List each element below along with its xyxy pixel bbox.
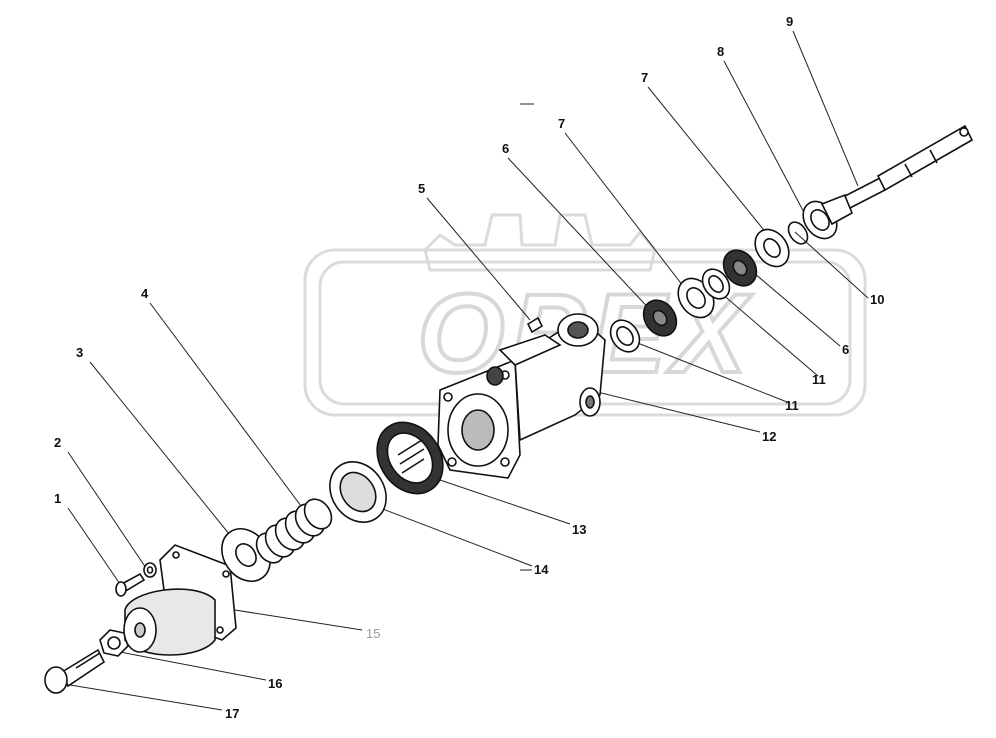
label-11-a: 11 <box>812 372 826 387</box>
part-1-small-bolt <box>115 572 146 597</box>
part-4-spring <box>255 498 333 564</box>
part-6-seal-a <box>642 299 678 337</box>
label-14: 14 <box>534 562 549 577</box>
part-17-bolt <box>44 648 106 694</box>
part-6-seal-b <box>722 249 758 287</box>
label-9: 9 <box>786 14 793 29</box>
part-7-bushing-b <box>754 228 790 268</box>
label-7-b: 7 <box>641 70 648 85</box>
label-11-b: 11 <box>785 398 799 413</box>
label-3: 3 <box>76 345 83 360</box>
part-16-nut <box>99 629 129 657</box>
part-8-o-ring <box>787 221 809 245</box>
label-7-a: 7 <box>558 116 565 131</box>
label-4: 4 <box>141 286 149 301</box>
label-13: 13 <box>572 522 586 537</box>
label-16: 16 <box>268 676 282 691</box>
part-11-ring-b <box>701 268 731 300</box>
label-1: 1 <box>54 491 61 506</box>
callout-labels: 1 2 3 4 5 6 7 7 8 9 10 6 11 11 12 13 14 … <box>54 14 884 721</box>
part-12-valve-body <box>437 313 606 479</box>
label-6-a: 6 <box>502 141 509 156</box>
leader-lines <box>57 30 869 711</box>
label-12: 12 <box>762 429 776 444</box>
part-11-ring-a <box>609 319 641 353</box>
label-6-b: 6 <box>842 342 849 357</box>
label-dash-marks <box>520 103 534 571</box>
label-8: 8 <box>717 44 724 59</box>
label-17: 17 <box>225 706 239 721</box>
part-9-stem <box>843 124 974 210</box>
part-10-threaded-plug <box>802 193 853 240</box>
part-15-housing <box>123 544 237 656</box>
label-2: 2 <box>54 435 61 450</box>
label-5: 5 <box>418 181 425 196</box>
part-14-cup <box>329 461 387 523</box>
label-15: 15 <box>366 626 380 641</box>
label-10: 10 <box>870 292 884 307</box>
part-2-washer <box>143 562 157 578</box>
part-5-pin <box>526 316 544 334</box>
part-13-diaphragm <box>376 421 444 495</box>
